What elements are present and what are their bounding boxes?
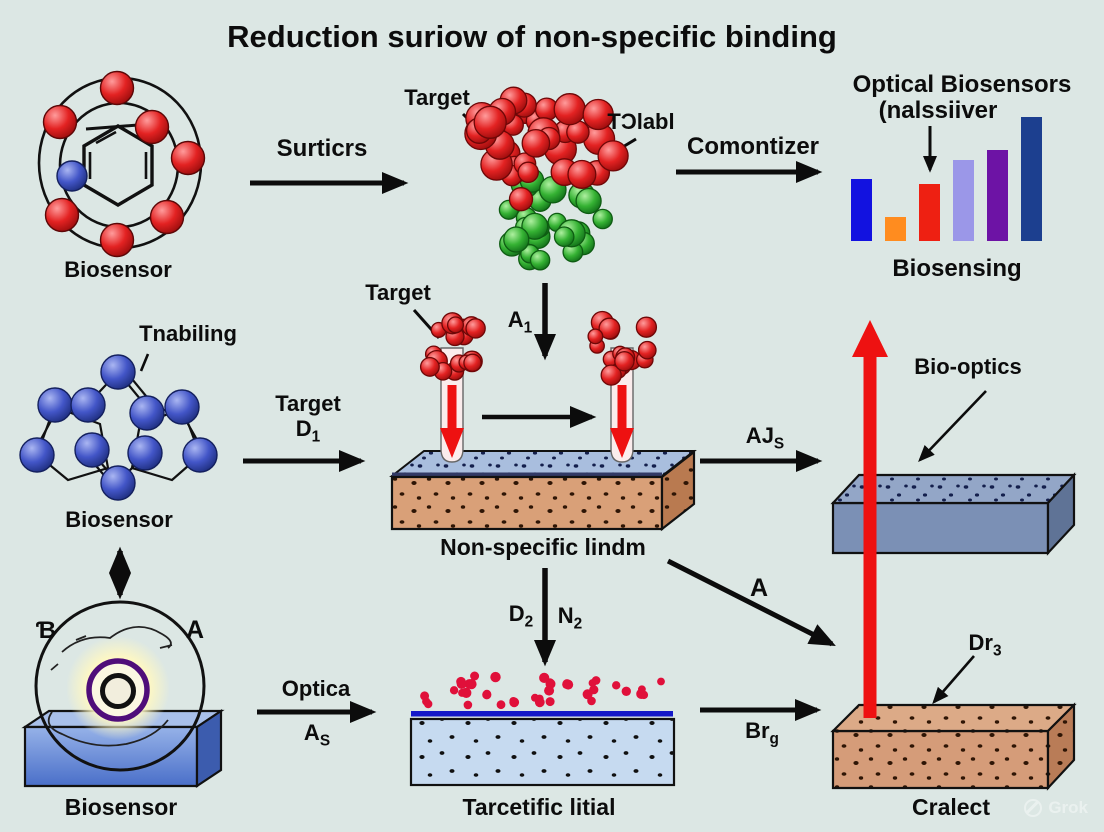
grok-logo-icon: [1024, 799, 1043, 817]
target-d1-arrow-label: Target D1: [275, 391, 341, 446]
d2-label: D2: [508, 601, 534, 631]
target-mid-label: Target: [365, 280, 431, 305]
target-mid-pointer-line: [412, 309, 441, 339]
bar: [953, 160, 974, 241]
atom-biosensor-icon: [37, 76, 203, 250]
tarcetific-caption: Tarcetific litial: [462, 794, 616, 820]
center-slab: [389, 449, 697, 532]
optica-arrow-label: Optica: [281, 676, 351, 701]
bar: [919, 184, 940, 241]
bar-chart-title-line2: (nalssiiver: [878, 97, 998, 124]
bar: [851, 179, 872, 241]
bio-optics-label: Bio-optics: [914, 354, 1022, 379]
target-cluster-green: [498, 168, 613, 271]
tdlabl-pointer-line: [582, 137, 637, 173]
dr3-pointer-arrow: [932, 655, 975, 705]
bar-chart-title-line1: Optical Biosensors: [852, 71, 1072, 98]
binding-tubes: [440, 347, 634, 463]
dr3-label: Dr3: [968, 630, 1002, 660]
bar-chart-caption: Biosensing: [892, 255, 1022, 282]
bar: [987, 150, 1008, 241]
cralect-caption: Cralect: [912, 794, 990, 820]
biosensor-top-label: Biosensor: [64, 257, 172, 282]
tube-cluster-right: [587, 310, 658, 386]
bar: [885, 217, 906, 241]
target-d1-line2: D1: [295, 415, 321, 446]
bar-chart-bars: [851, 110, 1063, 241]
surticrs-arrow-label: Surticrs: [276, 135, 368, 162]
biosensor-bottom-label: Biosensor: [64, 794, 178, 820]
as-label: AS: [303, 720, 331, 750]
tnabiling-pointer-line: [139, 353, 150, 372]
tdlabl-label: TƆlabl: [607, 109, 675, 134]
brg-arrow-label: Brg: [745, 718, 779, 748]
a-diagonal-label: A: [749, 574, 769, 602]
n2-label: N2: [557, 603, 583, 633]
page-title: Reduction suriow of non-specific binding: [227, 19, 837, 54]
circle-right-label: A: [185, 616, 205, 644]
comontizer-arrow-label: Comontizer: [687, 133, 819, 160]
tnabiling-label: Tnabiling: [139, 321, 237, 346]
target-cluster-red: [464, 86, 629, 212]
ajs-arrow-label: AJS: [745, 423, 785, 453]
atom-spheres: [42, 70, 206, 258]
bio-optics-slab: [830, 472, 1077, 556]
red-dot-layer: [420, 671, 665, 710]
target-top-pointer-line: [461, 112, 499, 150]
tube-cluster-left: [419, 312, 486, 381]
bio-optics-pointer-arrow: [918, 390, 987, 463]
a1-label: A1: [507, 307, 533, 337]
cralect-slab: [830, 702, 1077, 791]
target-surface-box: [409, 671, 676, 787]
blue-molecule-icon: [32, 367, 206, 488]
target-top-label: Target: [404, 85, 470, 110]
blue-molecule-spheres: [19, 354, 218, 501]
nonspecific-caption: Non-specific lindm: [440, 534, 646, 560]
circle-left-label: Ɓ: [35, 617, 57, 644]
bar: [1021, 117, 1042, 241]
biosensor-mid-label: Biosensor: [65, 507, 173, 532]
red-signal-arrow: [852, 320, 888, 718]
grok-watermark-text: Grok: [1048, 798, 1088, 817]
target-d1-line1: Target: [275, 391, 341, 416]
grok-watermark: Grok: [1024, 798, 1088, 818]
